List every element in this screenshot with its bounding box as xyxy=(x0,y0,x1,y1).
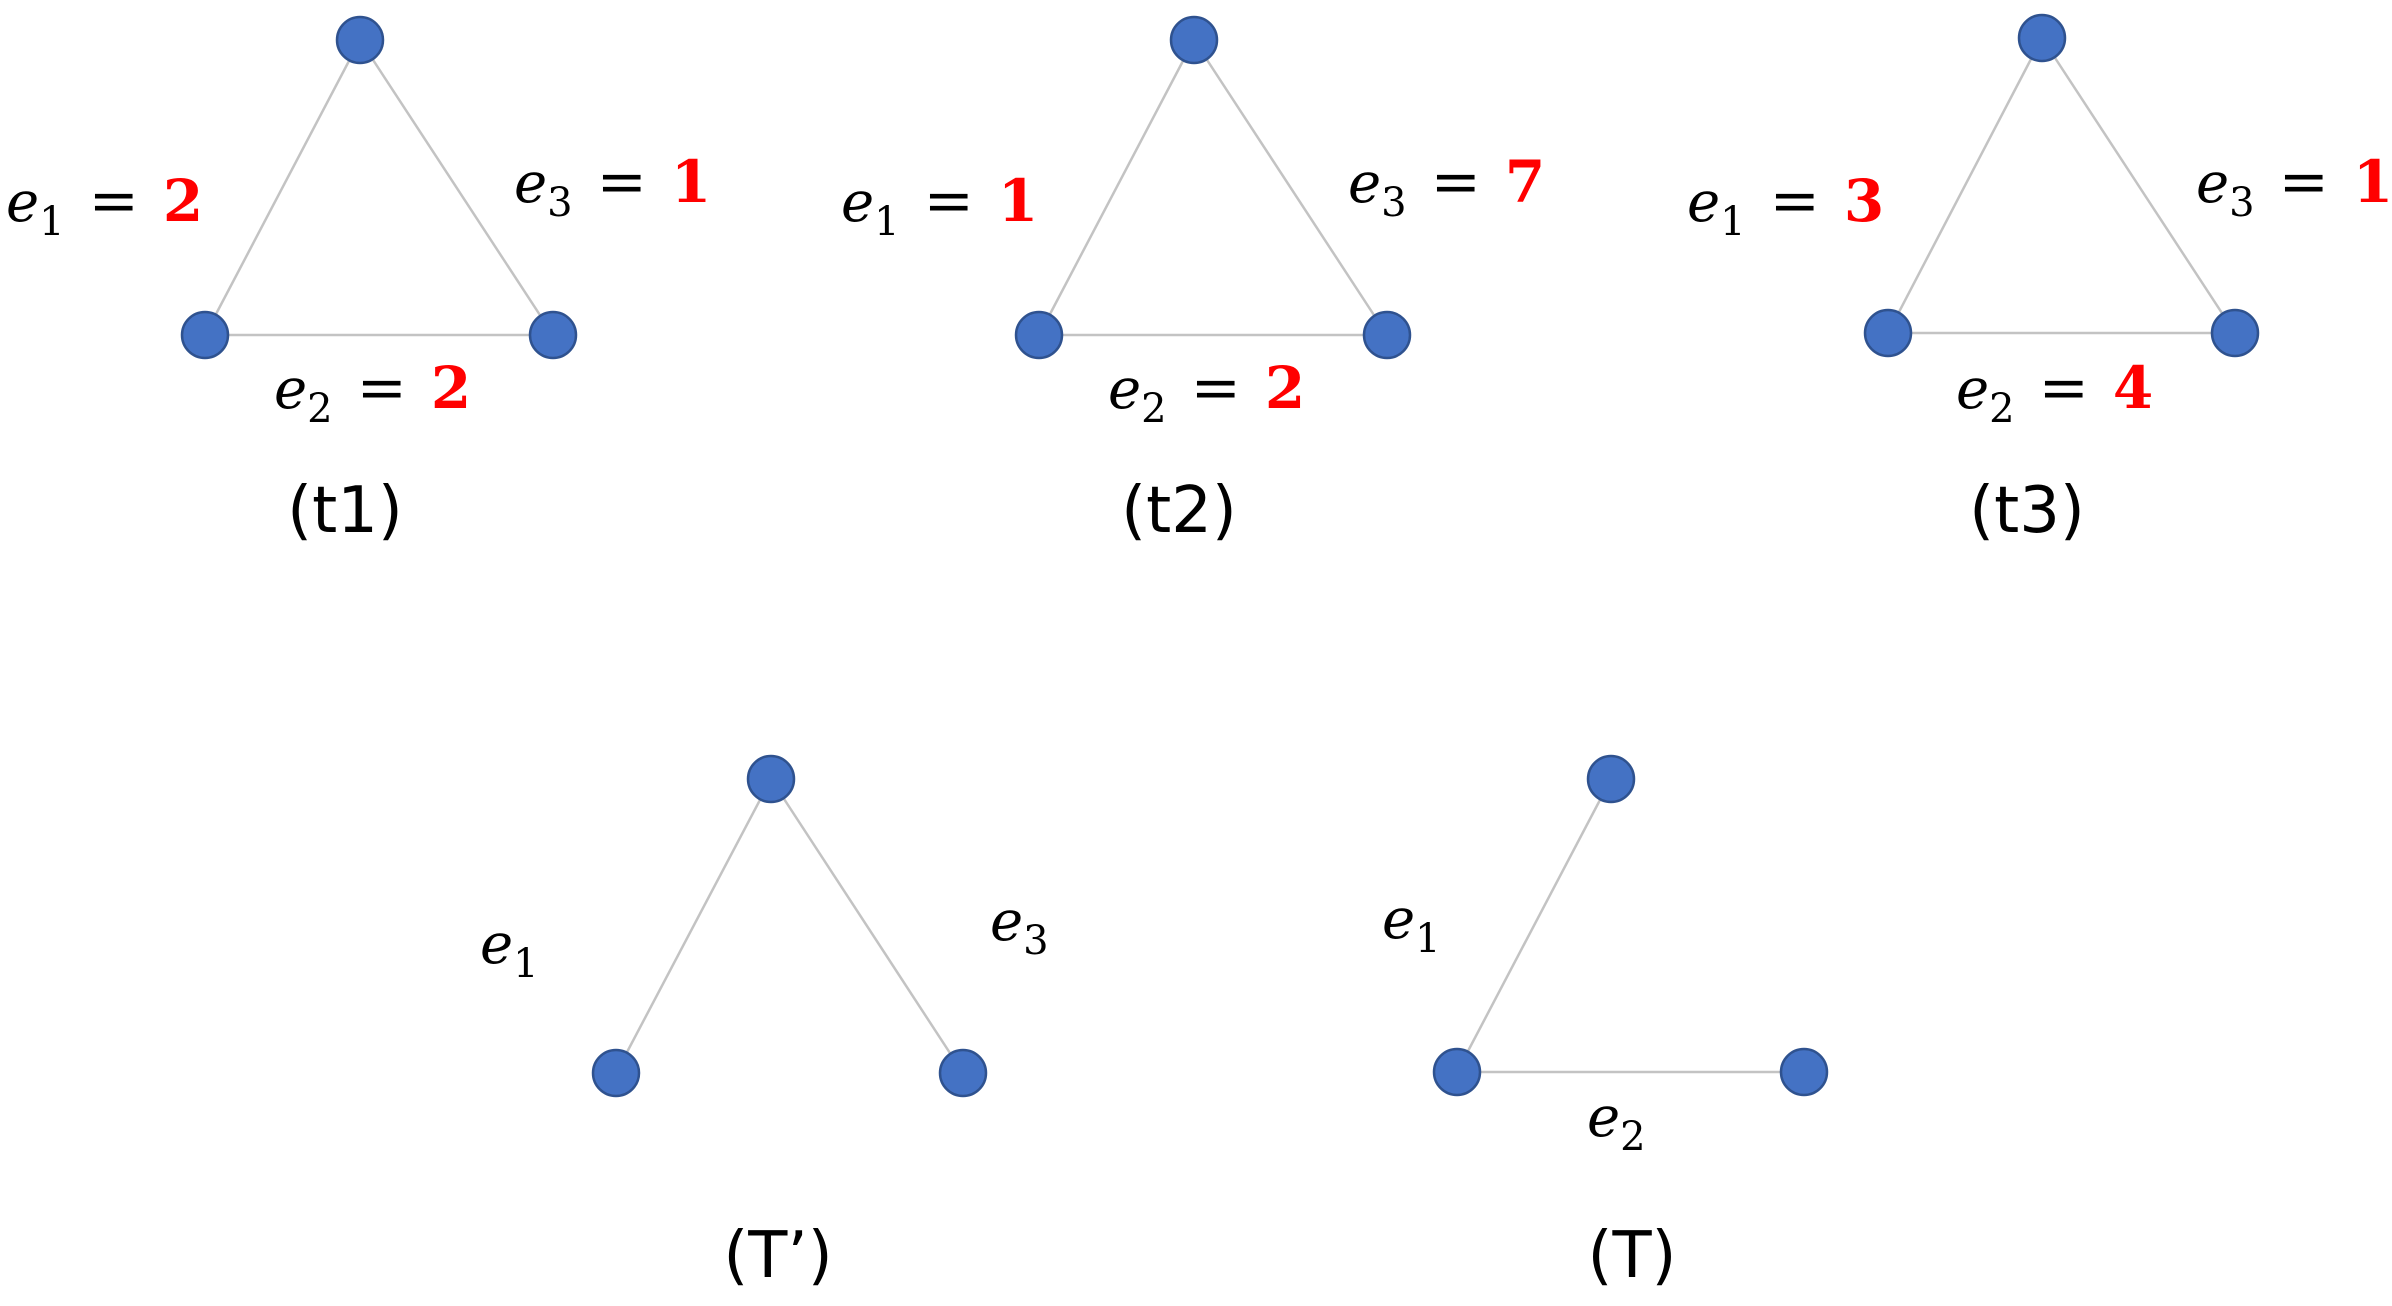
tprime-node-left xyxy=(591,1048,641,1098)
t-node-top xyxy=(1586,754,1636,804)
tprime-label-e1: e1 xyxy=(480,912,539,987)
t2-node-top xyxy=(1169,15,1219,65)
graph-t2: e1=1 e2=2 e3=7 (t2) xyxy=(841,15,1545,548)
t2-label-e3: e3=7 xyxy=(1348,147,1545,226)
t-node-right xyxy=(1779,1047,1829,1097)
tprime-caption: (T’) xyxy=(723,1219,832,1293)
t2-caption: (t2) xyxy=(1121,474,1237,548)
t-edge-e1 xyxy=(1455,778,1613,1073)
tprime-edge-e3 xyxy=(769,778,965,1074)
t1-node-right xyxy=(528,310,578,360)
tprime-node-top xyxy=(746,754,796,804)
graph-t3: e1=3 e2=4 e3=1 (t3) xyxy=(1687,13,2392,548)
t1-label-e1: e1=2 xyxy=(6,166,203,245)
t-label-e1: e1 xyxy=(1382,887,1441,962)
t1-edge-e3 xyxy=(358,39,555,336)
t-caption: (T) xyxy=(1587,1219,1676,1293)
t3-node-left xyxy=(1863,308,1913,358)
t3-node-top xyxy=(2017,13,2067,63)
t1-node-top xyxy=(335,15,385,65)
t-node-left xyxy=(1432,1047,1482,1097)
t3-node-right xyxy=(2210,308,2260,358)
tprime-edge-e1 xyxy=(614,778,773,1074)
t3-edge-e1 xyxy=(1886,37,2044,334)
t2-edge-e1 xyxy=(1037,39,1196,336)
t1-label-e3: e3=1 xyxy=(514,147,711,226)
t-label-e2: e2 xyxy=(1587,1085,1646,1160)
tprime-label-e3: e3 xyxy=(990,889,1049,964)
graph-t: e1 e2 (T) xyxy=(1382,754,1829,1293)
t2-node-left xyxy=(1014,310,1064,360)
t1-caption: (t1) xyxy=(287,474,403,548)
tprime-node-right xyxy=(938,1048,988,1098)
t3-label-e2: e2=4 xyxy=(1956,353,2153,432)
graph-t1: e1=2 e2=2 e3=1 (t1) xyxy=(6,15,711,548)
t1-label-e2: e2=2 xyxy=(274,353,471,432)
t3-label-e1: e1=3 xyxy=(1687,166,1884,245)
t3-edge-e3 xyxy=(2040,37,2237,334)
t2-edge-e3 xyxy=(1192,39,1389,336)
t2-label-e2: e2=2 xyxy=(1108,353,1305,432)
t1-edge-e1 xyxy=(203,39,362,336)
t3-label-e3: e3=1 xyxy=(2196,147,2392,226)
t2-node-right xyxy=(1362,310,1412,360)
graph-t-prime: e1 e3 (T’) xyxy=(480,754,1049,1293)
t1-node-left xyxy=(180,310,230,360)
t3-caption: (t3) xyxy=(1969,474,2085,548)
t2-label-e1: e1=1 xyxy=(841,166,1038,245)
